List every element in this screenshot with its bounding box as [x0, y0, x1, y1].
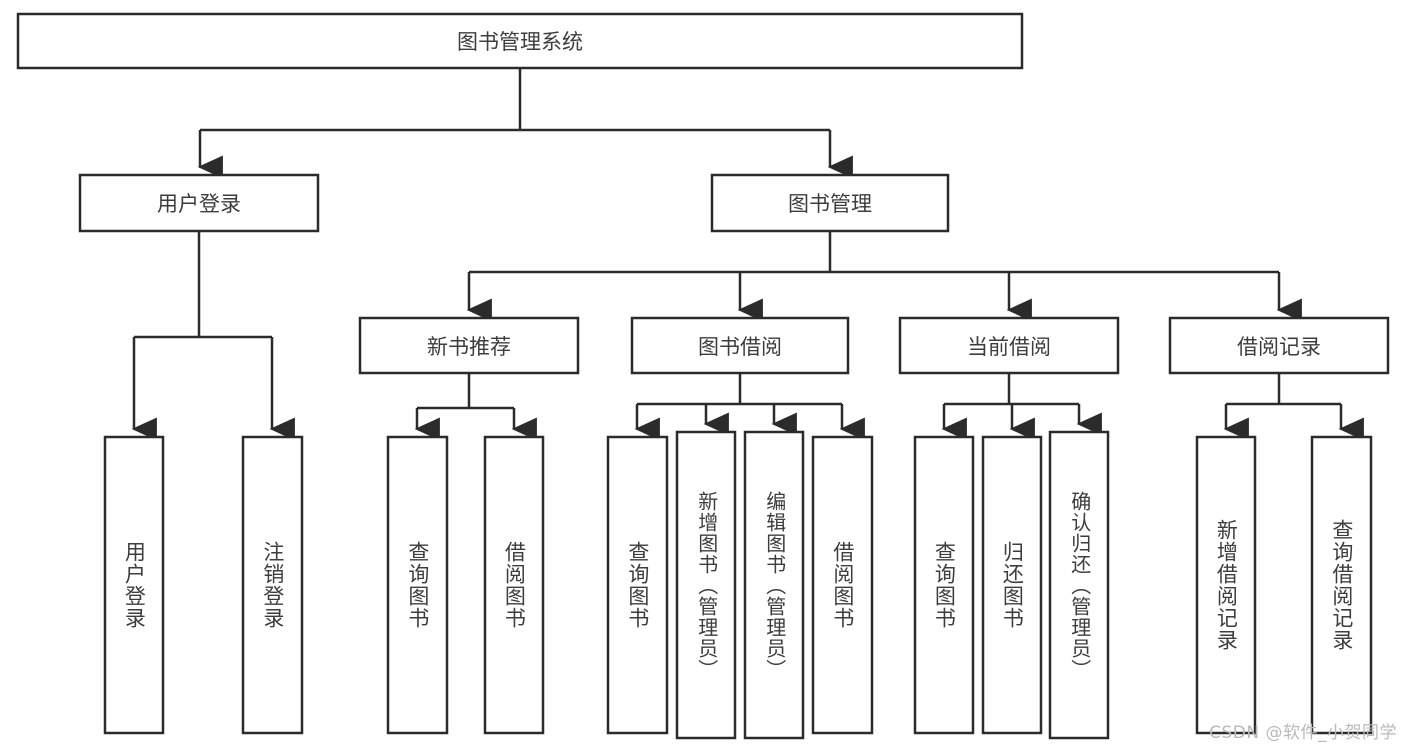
node-current-borrowing[interactable]: [898, 316, 1120, 375]
node-book-management[interactable]: [710, 173, 950, 233]
node-leaf-7[interactable]: [811, 435, 874, 735]
connector-book-mgmt-bus: [469, 231, 1279, 274]
node-leaf-9[interactable]: [981, 435, 1043, 735]
node-leaf-12[interactable]: [1310, 435, 1373, 735]
connector-book-borrow-bus: [637, 373, 842, 406]
node-leaf-6[interactable]: [743, 430, 805, 740]
node-leaf-8[interactable]: [913, 435, 975, 735]
node-leaf-2[interactable]: [386, 435, 449, 735]
node-borrowing-record[interactable]: [1168, 316, 1390, 375]
node-root[interactable]: [16, 12, 1024, 70]
node-leaf-11[interactable]: [1195, 435, 1257, 735]
node-leaf-5[interactable]: [675, 430, 737, 740]
node-leaf-4[interactable]: [606, 435, 669, 735]
connector-borrow-record-bus: [1226, 373, 1341, 406]
connector-root-bus: [200, 68, 830, 132]
node-new-book-recommendation[interactable]: [358, 316, 580, 375]
node-leaf-10[interactable]: [1048, 430, 1110, 740]
node-leaf-1[interactable]: [241, 435, 304, 735]
node-leaf-3[interactable]: [483, 435, 545, 735]
node-user-login[interactable]: [78, 173, 320, 233]
node-leaf-0[interactable]: [103, 435, 165, 735]
connector-current-borrow-bus: [944, 373, 1079, 406]
node-book-borrowing[interactable]: [630, 316, 850, 375]
connector-new-book-rec-bus: [417, 373, 514, 410]
connector-user-login-bus: [134, 231, 272, 339]
